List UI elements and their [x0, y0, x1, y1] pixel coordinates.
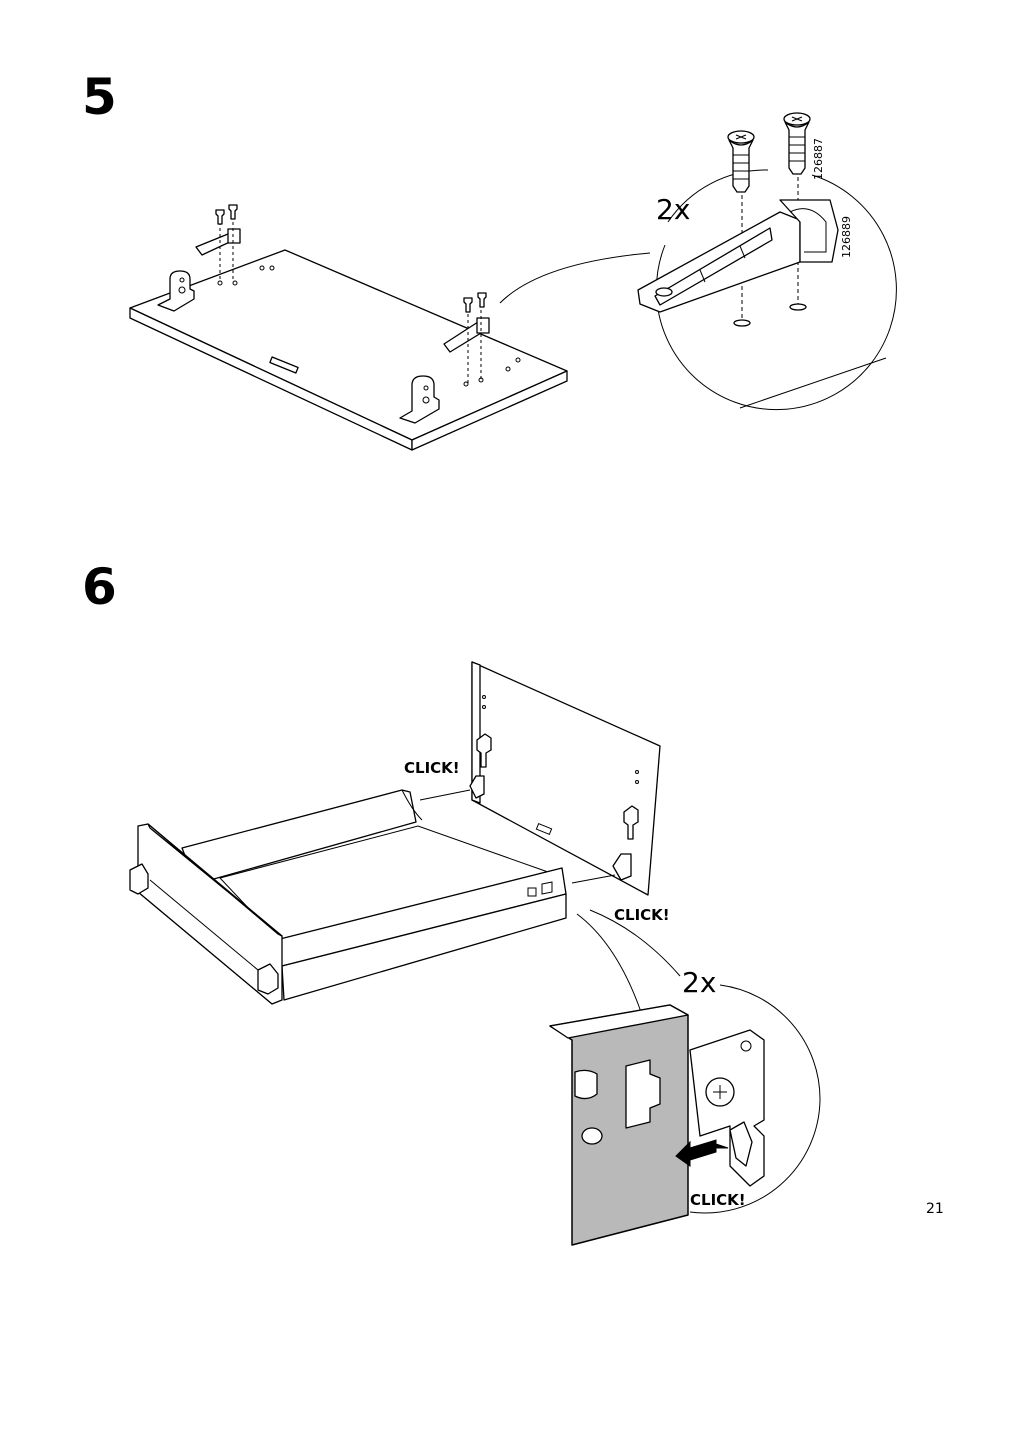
connector-bracket-detail [689, 1029, 765, 1187]
step-5-illustration: 2x 126887 126889 [129, 112, 897, 451]
step-6-illustration: CLICK! CLICK! 2x [129, 661, 821, 1246]
bracket-back-right [443, 292, 490, 387]
bracket-detail [637, 199, 839, 313]
detail-callout-pointer [499, 252, 651, 304]
step-6-detail-circle: 2x CLICK! [549, 966, 821, 1246]
screw-icon [727, 130, 755, 193]
hinge-front-left [157, 270, 195, 312]
drawer-bottom-board [129, 249, 568, 451]
drawer-body [129, 789, 567, 1005]
step-6-number: 6 [82, 558, 117, 616]
part-code-126887: 126887 [812, 138, 825, 180]
screw-icon [783, 112, 811, 175]
step-6-quantity: 2x [682, 966, 716, 999]
click-label-3: CLICK! [690, 1191, 746, 1209]
step-5-detail-circle: 2x 126887 126889 [637, 112, 897, 411]
click-label-1: CLICK! [404, 759, 460, 777]
step-5-quantity: 2x [656, 193, 690, 226]
drawer-side-panel-detail [549, 1004, 689, 1246]
click-label-2: CLICK! [614, 906, 670, 924]
step-5-number: 5 [82, 68, 117, 126]
page-number: 21 [926, 1201, 944, 1217]
part-code-126889: 126889 [840, 216, 853, 258]
hinge-front-right [399, 375, 440, 424]
push-arrow-icon [675, 1139, 729, 1167]
detail-callout-pointer [576, 913, 642, 1013]
detail-callout-pointer [589, 909, 681, 977]
drawer-front-panel [469, 661, 661, 896]
bracket-back-left [195, 204, 241, 286]
